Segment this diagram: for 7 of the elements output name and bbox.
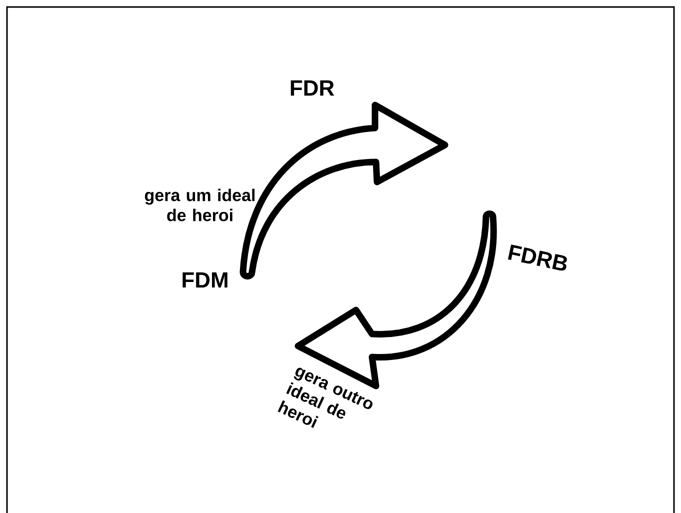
edge-label: gera outro ideal de heroi bbox=[278, 368, 372, 428]
node-label: FDRB bbox=[508, 244, 567, 271]
node-label: FDM bbox=[182, 272, 228, 288]
arrow-title: FDR bbox=[290, 80, 334, 96]
curved-arrow bbox=[240, 102, 448, 280]
curved-arrow bbox=[294, 210, 497, 390]
arrow-caption: gera um ideal de heroi bbox=[144, 188, 255, 222]
